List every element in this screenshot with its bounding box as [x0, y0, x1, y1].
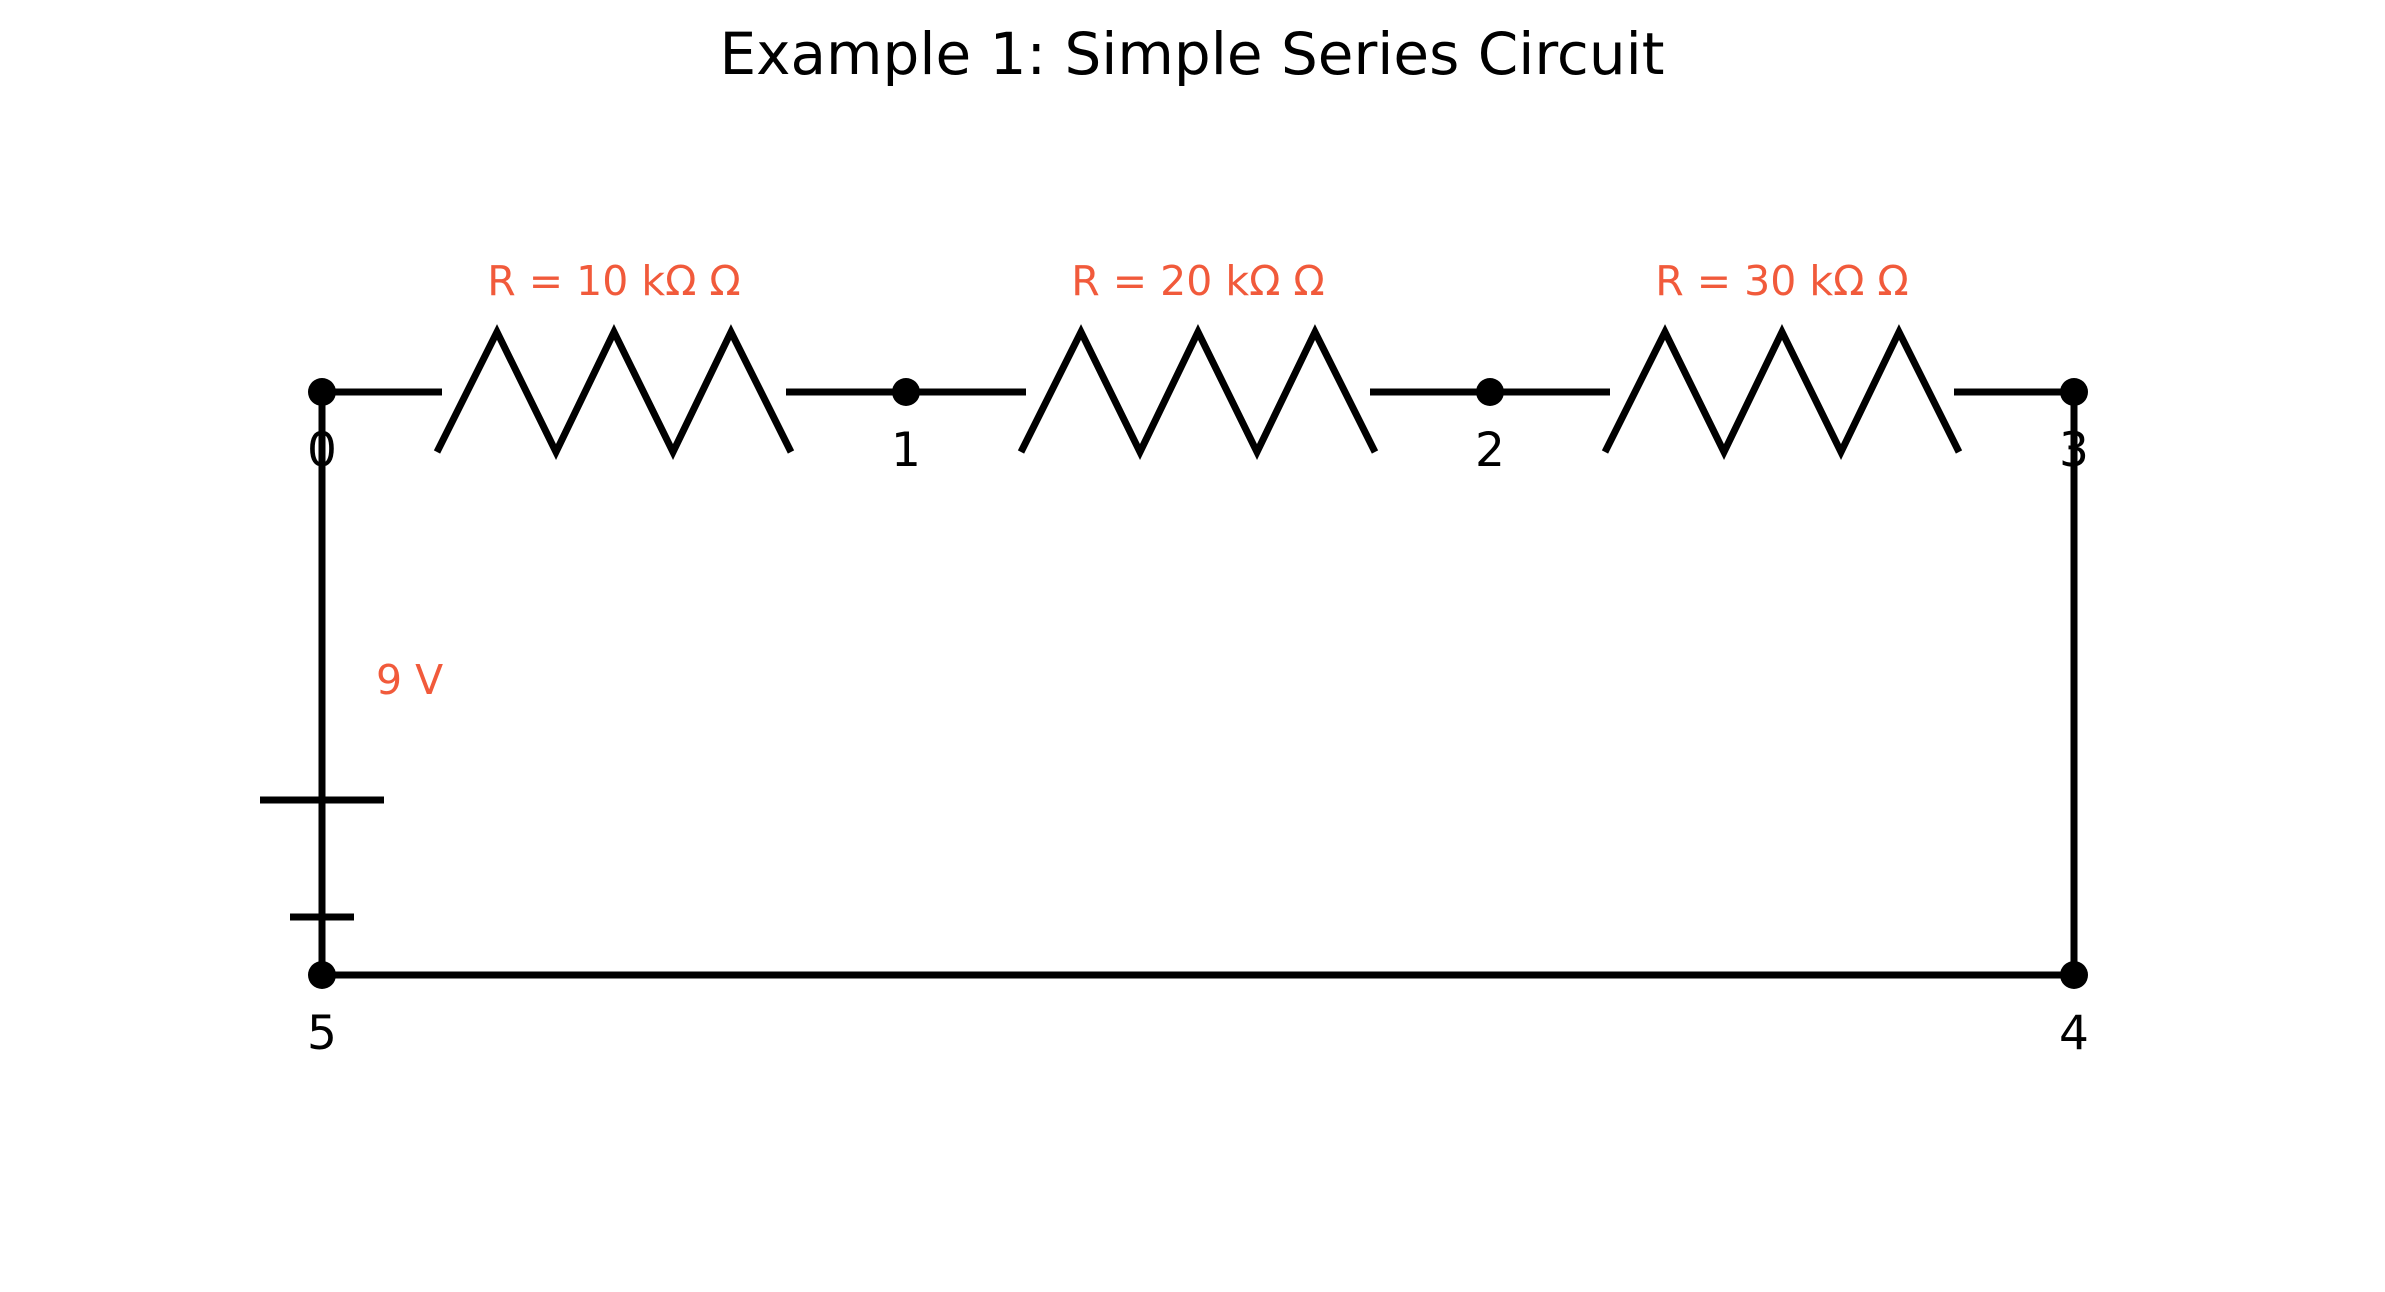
resistor-zigzag — [433, 324, 795, 460]
node-label: 3 — [2059, 423, 2089, 478]
resistor-label: R = 30 kΩ Ω — [1655, 257, 1909, 305]
node-label: 2 — [1475, 423, 1505, 478]
node-dot — [1476, 378, 1504, 406]
node-dot — [892, 378, 920, 406]
nodes: 0 1 2 3 4 5 — [307, 378, 2089, 1061]
node-dot — [308, 961, 336, 989]
resistor-zigzag — [1017, 324, 1379, 460]
resistor-label: R = 10 kΩ Ω — [487, 257, 741, 305]
battery-source: 9 V — [260, 656, 443, 921]
resistor-r3: R = 30 kΩ Ω — [1601, 257, 1963, 460]
node-label: 1 — [891, 423, 921, 478]
node-dot — [2060, 961, 2088, 989]
diagram-title: Example 1: Simple Series Circuit — [720, 20, 1665, 88]
node-dot — [2060, 378, 2088, 406]
resistor-r1: R = 10 kΩ Ω — [433, 257, 795, 460]
battery-label: 9 V — [376, 656, 443, 704]
node-label: 0 — [307, 423, 337, 478]
node-label: 4 — [2059, 1006, 2089, 1061]
resistor-r2: R = 20 kΩ Ω — [1017, 257, 1379, 460]
resistor-label: R = 20 kΩ Ω — [1071, 257, 1325, 305]
node-dot — [308, 378, 336, 406]
node-label: 5 — [307, 1006, 337, 1061]
wires — [318, 388, 2078, 979]
resistor-zigzag — [1601, 324, 1963, 460]
